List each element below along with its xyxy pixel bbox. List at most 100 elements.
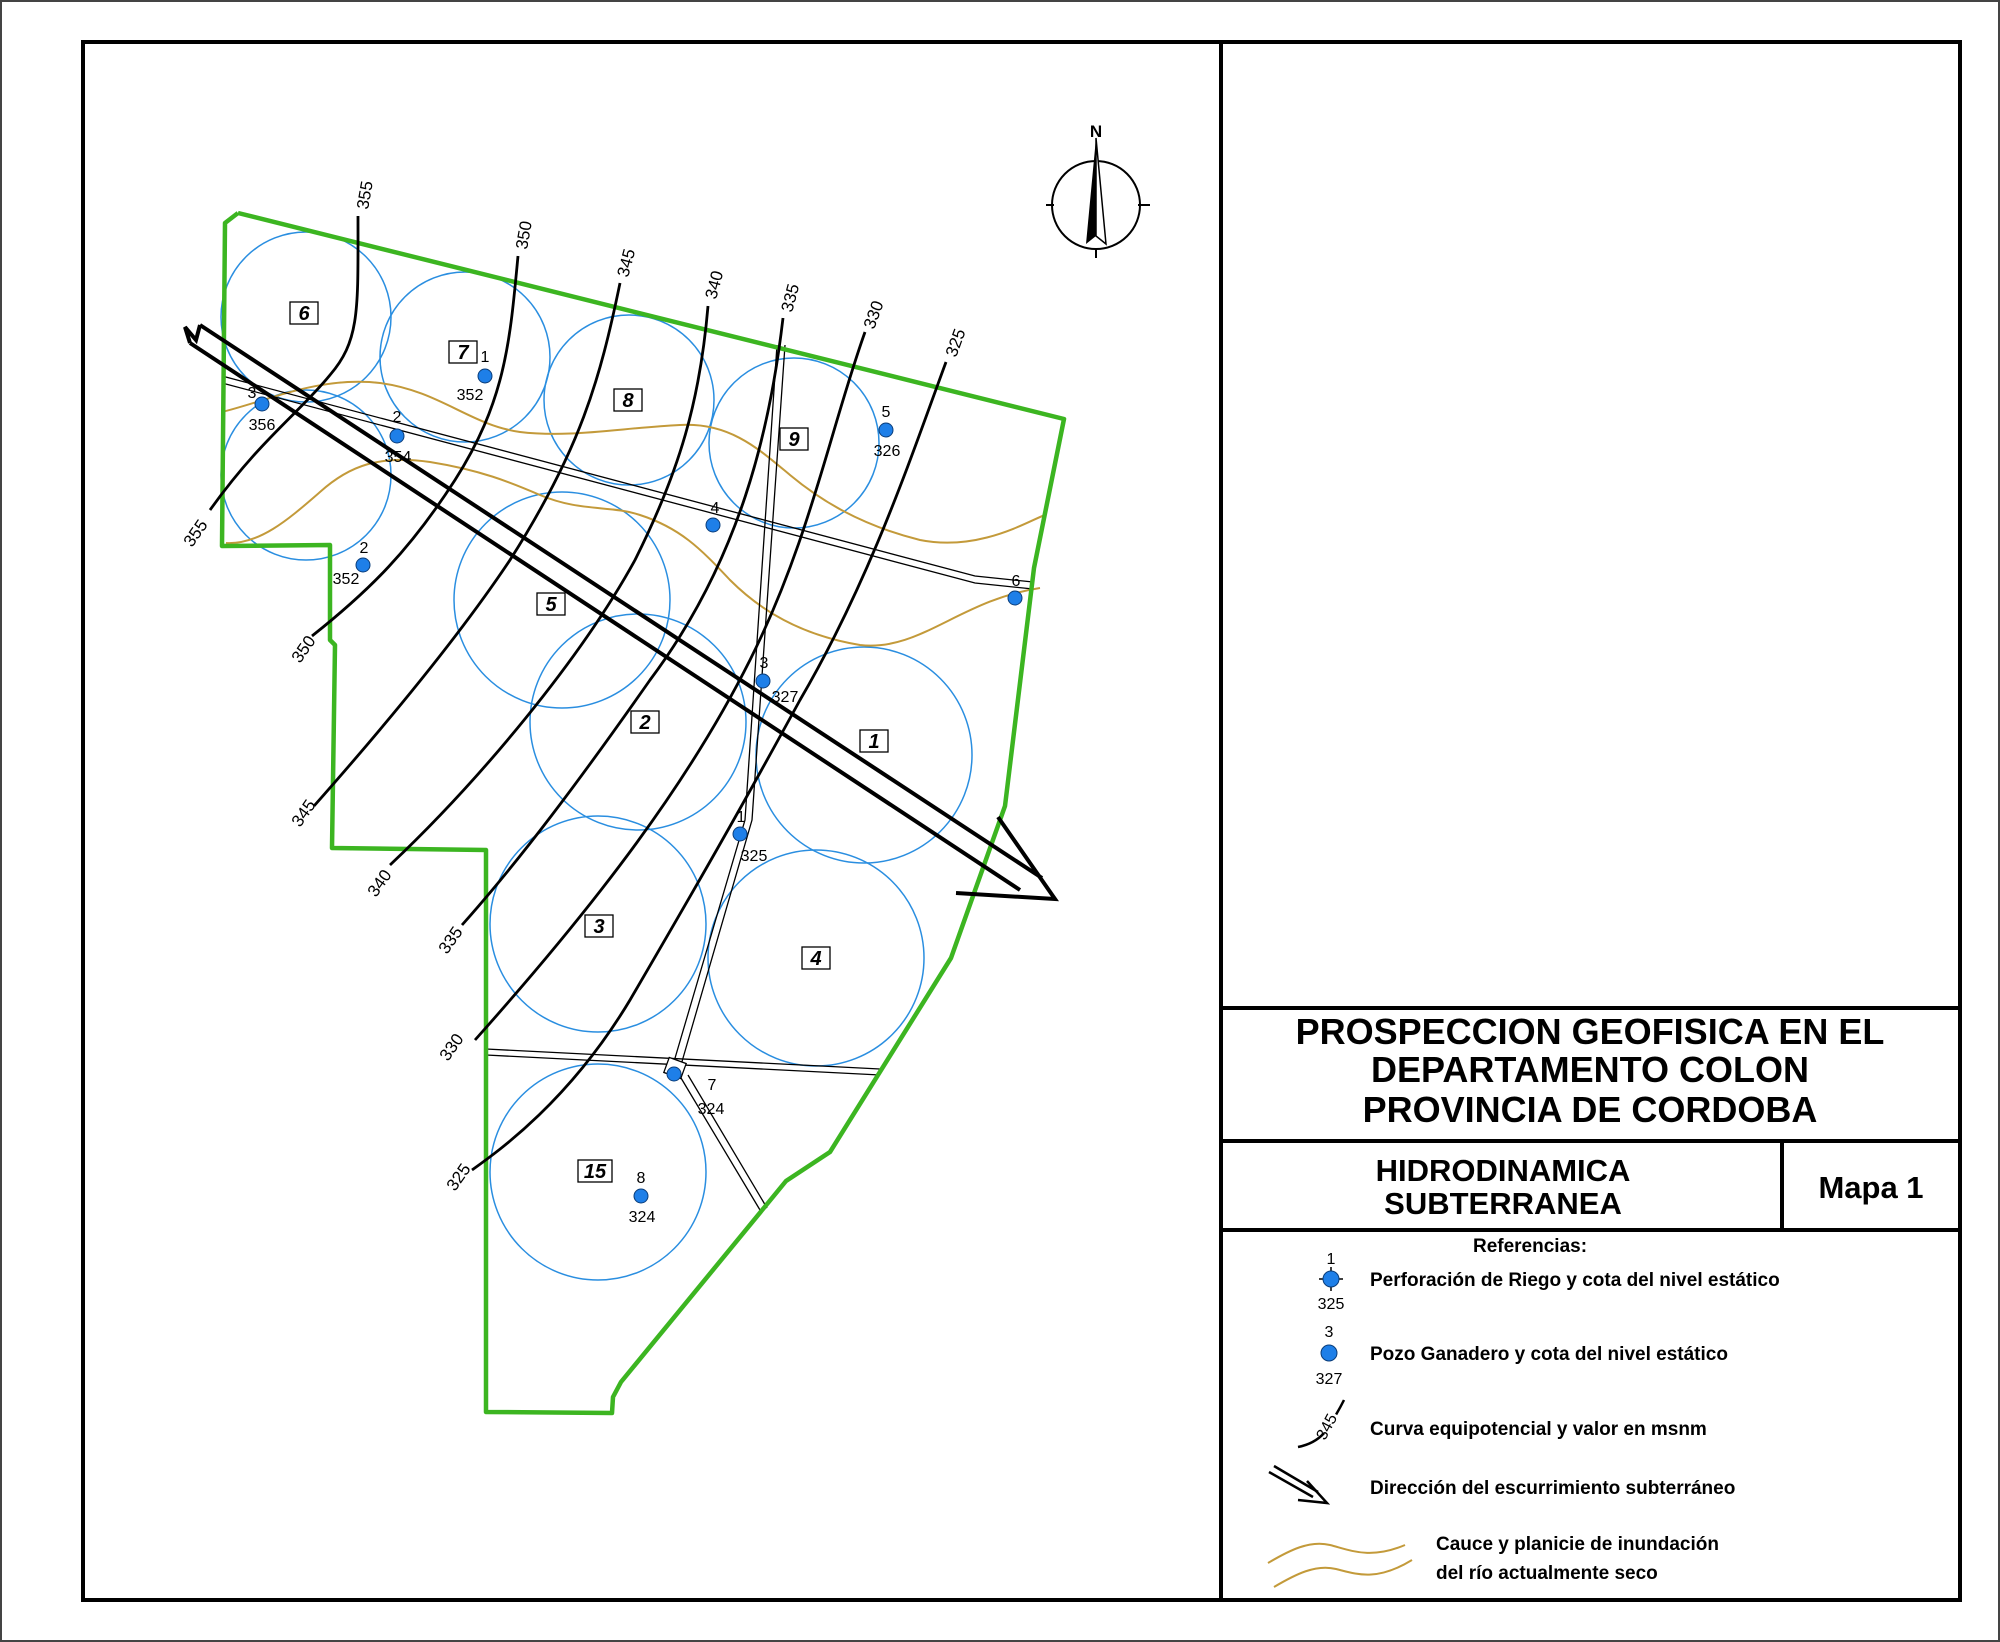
well-label-bottom: 352 [333,571,360,588]
road-south-a [485,1048,881,1070]
well-5-326: 5 326 [874,404,901,460]
well-icon [755,673,771,689]
pivot-circle-8 [543,314,715,486]
riverbed-upper-edge [221,380,1046,544]
well-3-327: 3 327 [755,655,799,706]
legend-riverbed: Cauce y planicie de inundación del río a… [1267,1534,1719,1588]
subtitle-line-2: SUBTERRANEA [1384,1186,1622,1221]
north-arrow-needle-dark [1086,138,1096,244]
legend-riverbed-icon [1267,1542,1406,1564]
flow-arrow-lower-shaft [188,341,1022,892]
legend-riverbed-icon-2 [1273,1559,1413,1588]
legend-cattle-well-text: Pozo Ganadero y cota del nivel estático [1370,1344,1728,1365]
property-boundary [219,210,1067,1416]
well-4: 4 [705,500,721,533]
well-icon [633,1188,649,1204]
well-label-top: 8 [637,1170,646,1187]
road-east-west-a [221,375,1034,583]
main-title-line-3: PROVINCIA DE CORDOBA [1363,1089,1818,1130]
plot-box-1 [859,729,889,753]
legend-flow-arrow: Dirección del escurrimiento subterráneo [1268,1464,1735,1505]
well-label-bottom: 326 [874,443,901,460]
legend-flow-arrow-head [1297,1480,1331,1505]
contour-355 [208,215,360,511]
well-1-325: 1 325 [732,809,767,865]
legend-flow-arrow-icon [1268,1464,1319,1499]
well-label-top: 5 [882,404,891,421]
map-number: Mapa 1 [1818,1170,1923,1205]
contour-350 [311,255,520,638]
flow-arrow-upper-shaft [198,323,1044,880]
pivot-circle-7 [379,271,551,443]
plot-label-6: 6 [298,303,310,325]
legend-irrigation-well-text: Perforación de Riego y cota del nivel es… [1370,1270,1780,1291]
well-label-top: 2 [360,540,369,557]
well-label-top: 3 [760,655,769,672]
plot-box-9 [779,427,809,451]
well-icon [1007,590,1023,606]
contour-335 [460,317,785,926]
well-label-top: 2 [393,409,402,426]
plot-label-5: 5 [545,594,557,616]
well-2-352: 2 352 [333,540,371,588]
plot-box-4 [801,946,831,970]
well-label-bottom: 354 [385,449,412,466]
contour-label-350-top: 350 [512,219,536,250]
well-label-bottom: 324 [698,1101,725,1118]
well-label-bottom: 327 [772,689,799,706]
legend-contour-icon [1297,1399,1346,1449]
well-icon [732,826,748,842]
plot-label-4: 4 [809,948,821,970]
flow-arrow-tail [183,324,202,345]
well-icon [666,1066,682,1082]
well-7-324: 7 324 [666,1066,725,1118]
plot-label-15: 15 [584,1161,607,1183]
legend-flow-arrow-text: Dirección del escurrimiento subterráneo [1370,1478,1735,1499]
well-icon [355,557,371,573]
legend-irrigation-well: 1 325 Perforación de Riego y cota del ni… [1318,1251,1780,1313]
road-southeast-a [680,1077,761,1211]
map-frame [81,40,1962,1602]
main-title-line-2: DEPARTAMENTO COLON [1371,1049,1809,1090]
pivot-circle-5 [453,491,671,709]
pivot-circle-3 [489,815,707,1033]
north-label: N [1090,122,1102,141]
legend-contour-text: Curva equipotencial y valor en msnm [1370,1419,1707,1440]
road-north-south-a [672,344,778,1066]
well-label-top: 4 [711,500,720,517]
plot-labels: 6 7 8 9 5 2 1 3 4 15 [289,301,889,1183]
plot-box-7 [448,340,478,364]
plot-label-9: 9 [788,429,800,451]
legend-cattle-top: 3 [1325,1324,1334,1341]
well-label-bottom: 352 [457,387,484,404]
plot-box-8 [613,388,643,412]
contours [208,215,948,1172]
north-arrow: N [1046,122,1150,258]
well-icon [705,517,721,533]
contour-325 [471,361,948,1172]
road-north-south-b [680,344,786,1066]
legend-irrigation-well-icon [1322,1270,1340,1288]
well-label-top: 1 [481,349,490,366]
contour-340 [389,305,710,867]
well-6: 6 [1007,573,1023,606]
plot-box-15 [577,1159,613,1183]
subtitle-line-1: HIDRODINAMICA [1376,1153,1631,1188]
well-label-top: 7 [708,1077,717,1094]
well-label-top: 3 [248,385,257,402]
well-icon [477,368,493,384]
well-1-352: 1 352 [457,349,493,404]
well-label-bottom: 324 [629,1209,656,1226]
road-southeast-b [687,1074,768,1209]
plot-label-3: 3 [593,916,604,938]
plot-box-3 [584,914,614,938]
wells: 3 356 1 352 2 354 2 352 5 326 [248,349,1023,1226]
plot-label-8: 8 [622,390,634,412]
well-icon [389,428,405,444]
legend-riverbed-text-1: Cauce y planicie de inundación [1436,1534,1719,1555]
well-label-top: 6 [1012,573,1021,590]
legend-cattle-well-icon [1320,1344,1338,1362]
flow-direction-arrow [183,323,1059,902]
well-icon [878,422,894,438]
legend-cattle-well: 3 327 Pozo Ganadero y cota del nivel est… [1316,1324,1728,1388]
